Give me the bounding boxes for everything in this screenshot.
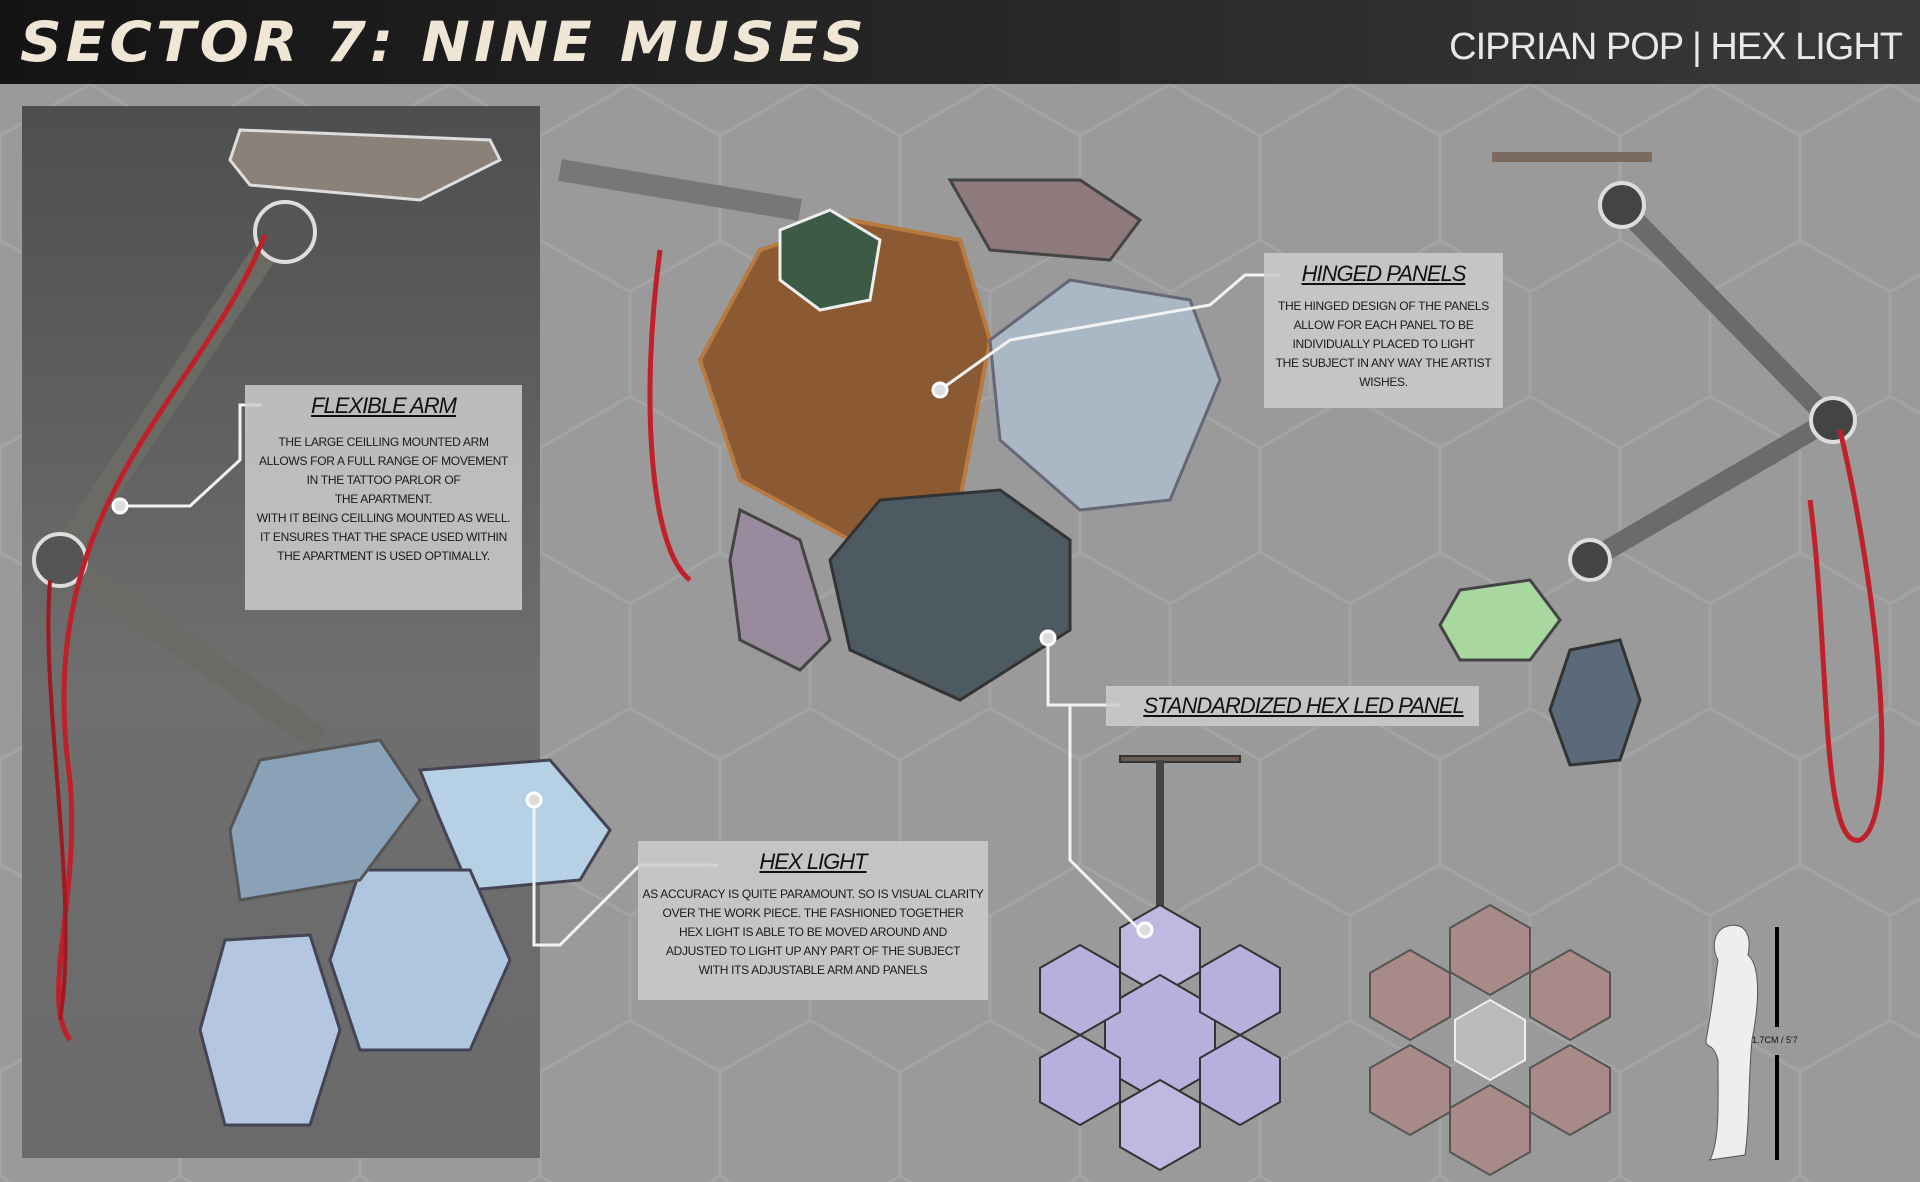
left-arm-render: [32, 128, 612, 1127]
callout-line: IT ENSURES THAT THE SPACE USED WITHIN: [260, 530, 507, 544]
standard-panel-marker: [1039, 629, 1057, 647]
flexible-arm-title: FLEXIBLE ARM: [311, 393, 457, 418]
page-title: SECTOR 7: NINE MUSES: [20, 9, 868, 75]
top-view-render: [1369, 903, 1611, 1177]
callout-line: THE LARGE CEILLING MOUNTED ARM: [278, 435, 489, 449]
flexible-arm-callout: FLEXIBLE ARM THE LARGE CEILLING MOUNTED …: [245, 385, 522, 610]
right-arm-render: [1438, 152, 1885, 843]
center-hinged-render: [558, 159, 1222, 702]
callout-line: HEX LIGHT IS ABLE TO BE MOVED AROUND AND: [678, 925, 948, 939]
callout-line: WISHES.: [1359, 375, 1408, 389]
callout-line: THE APARTMENT.: [334, 492, 433, 506]
callout-line: THE SUBJECT IN ANY WAY THE ARTIST: [1275, 356, 1492, 370]
standardized-panel-title: STANDARDIZED HEX LED PANEL: [1143, 693, 1464, 718]
callout-line: THE APARTMENT IS USED OPTIMALLY.: [277, 549, 490, 563]
scale-height-label: 1.7CM / 5'7: [1752, 1035, 1798, 1045]
flexible-arm-marker: [111, 497, 129, 515]
callout-line: INDIVIDUALLY PLACED TO LIGHT: [1292, 337, 1475, 351]
callout-line: THE HINGED DESIGN OF THE PANELS: [1278, 299, 1489, 313]
callout-line: AS ACCURACY IS QUITE PARAMOUNT. SO IS VI…: [642, 887, 984, 901]
callout-line: ALLOW FOR EACH PANEL TO BE: [1293, 318, 1474, 332]
hex-light-callout: HEX LIGHT AS ACCURACY IS QUITE PARAMOUNT…: [638, 841, 988, 1000]
standardized-panel-callout: STANDARDIZED HEX LED PANEL: [1106, 686, 1479, 726]
scale-figure: [1705, 924, 1779, 1161]
hinged-panels-callout: HINGED PANELS THE HINGED DESIGN OF THE P…: [1264, 253, 1503, 408]
callout-line: OVER THE WORK PIECE. THE FASHIONED TOGET…: [662, 906, 964, 920]
callout-line: IN THE TATTOO PARLOR OF: [306, 473, 461, 487]
author-credit: CIPRIAN POP | HEX LIGHT: [1449, 26, 1903, 68]
hinged-panel-marker: [931, 381, 949, 399]
callout-dots: [111, 381, 1154, 939]
hex-light-marker: [525, 791, 543, 809]
callout-line: ALLOWS FOR A FULL RANGE OF MOVEMENT: [258, 454, 509, 468]
callout-line: WITH IT BEING CEILLING MOUNTED AS WELL.: [256, 511, 511, 525]
callout-line: ADJUSTED TO LIGHT UP ANY PART OF THE SUB…: [665, 944, 961, 958]
hex-light-title: HEX LIGHT: [759, 849, 867, 874]
callout-line: WITH ITS ADJUSTABLE ARM AND PANELS: [698, 963, 928, 977]
front-panel-marker: [1136, 921, 1154, 939]
hinged-panels-title: HINGED PANELS: [1301, 261, 1467, 286]
header-bar: SECTOR 7: NINE MUSES CIPRIAN POP | HEX L…: [0, 0, 1920, 84]
front-view-render: [1039, 755, 1281, 1172]
